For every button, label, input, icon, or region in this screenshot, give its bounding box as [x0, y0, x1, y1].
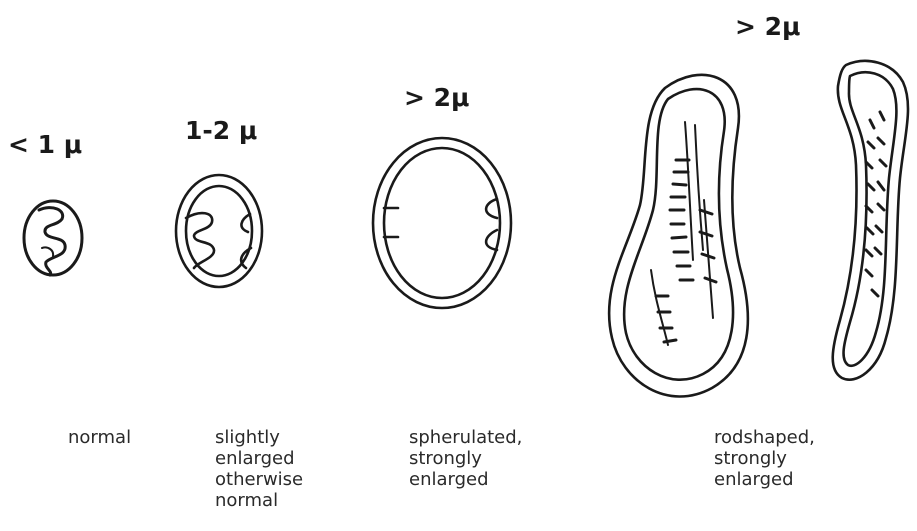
- caption-line: strongly: [714, 448, 815, 469]
- caption-line: enlarged: [714, 469, 815, 490]
- caption-slightly-enlarged: slightly enlarged otherwise normal: [215, 427, 303, 511]
- caption-line: enlarged: [215, 448, 303, 469]
- size-label-slightly-enlarged: 1-2 μ: [185, 116, 257, 145]
- caption-line: rodshaped,: [714, 427, 815, 448]
- size-label-normal: < 1 μ: [8, 130, 82, 159]
- caption-line: otherwise: [215, 469, 303, 490]
- cell-slightly-enlarged: [176, 175, 262, 287]
- caption-line: enlarged: [409, 469, 522, 490]
- cell-rodshaped-club: [609, 75, 748, 397]
- cell-normal: [24, 201, 82, 275]
- caption-line: normal: [215, 490, 303, 511]
- cell-spherulated: [373, 138, 511, 308]
- cell-rodshaped-banana: [833, 61, 908, 380]
- size-label-rodshaped: > 2μ: [735, 12, 800, 41]
- caption-spherulated: spherulated, strongly enlarged: [409, 427, 522, 490]
- caption-line: strongly: [409, 448, 522, 469]
- caption-line: spherulated,: [409, 427, 522, 448]
- caption-line: slightly: [215, 427, 303, 448]
- caption-rodshaped: rodshaped, strongly enlarged: [714, 427, 815, 490]
- caption-normal: normal: [68, 427, 131, 448]
- caption-line: normal: [68, 427, 131, 448]
- size-label-spherulated: > 2μ: [404, 83, 469, 112]
